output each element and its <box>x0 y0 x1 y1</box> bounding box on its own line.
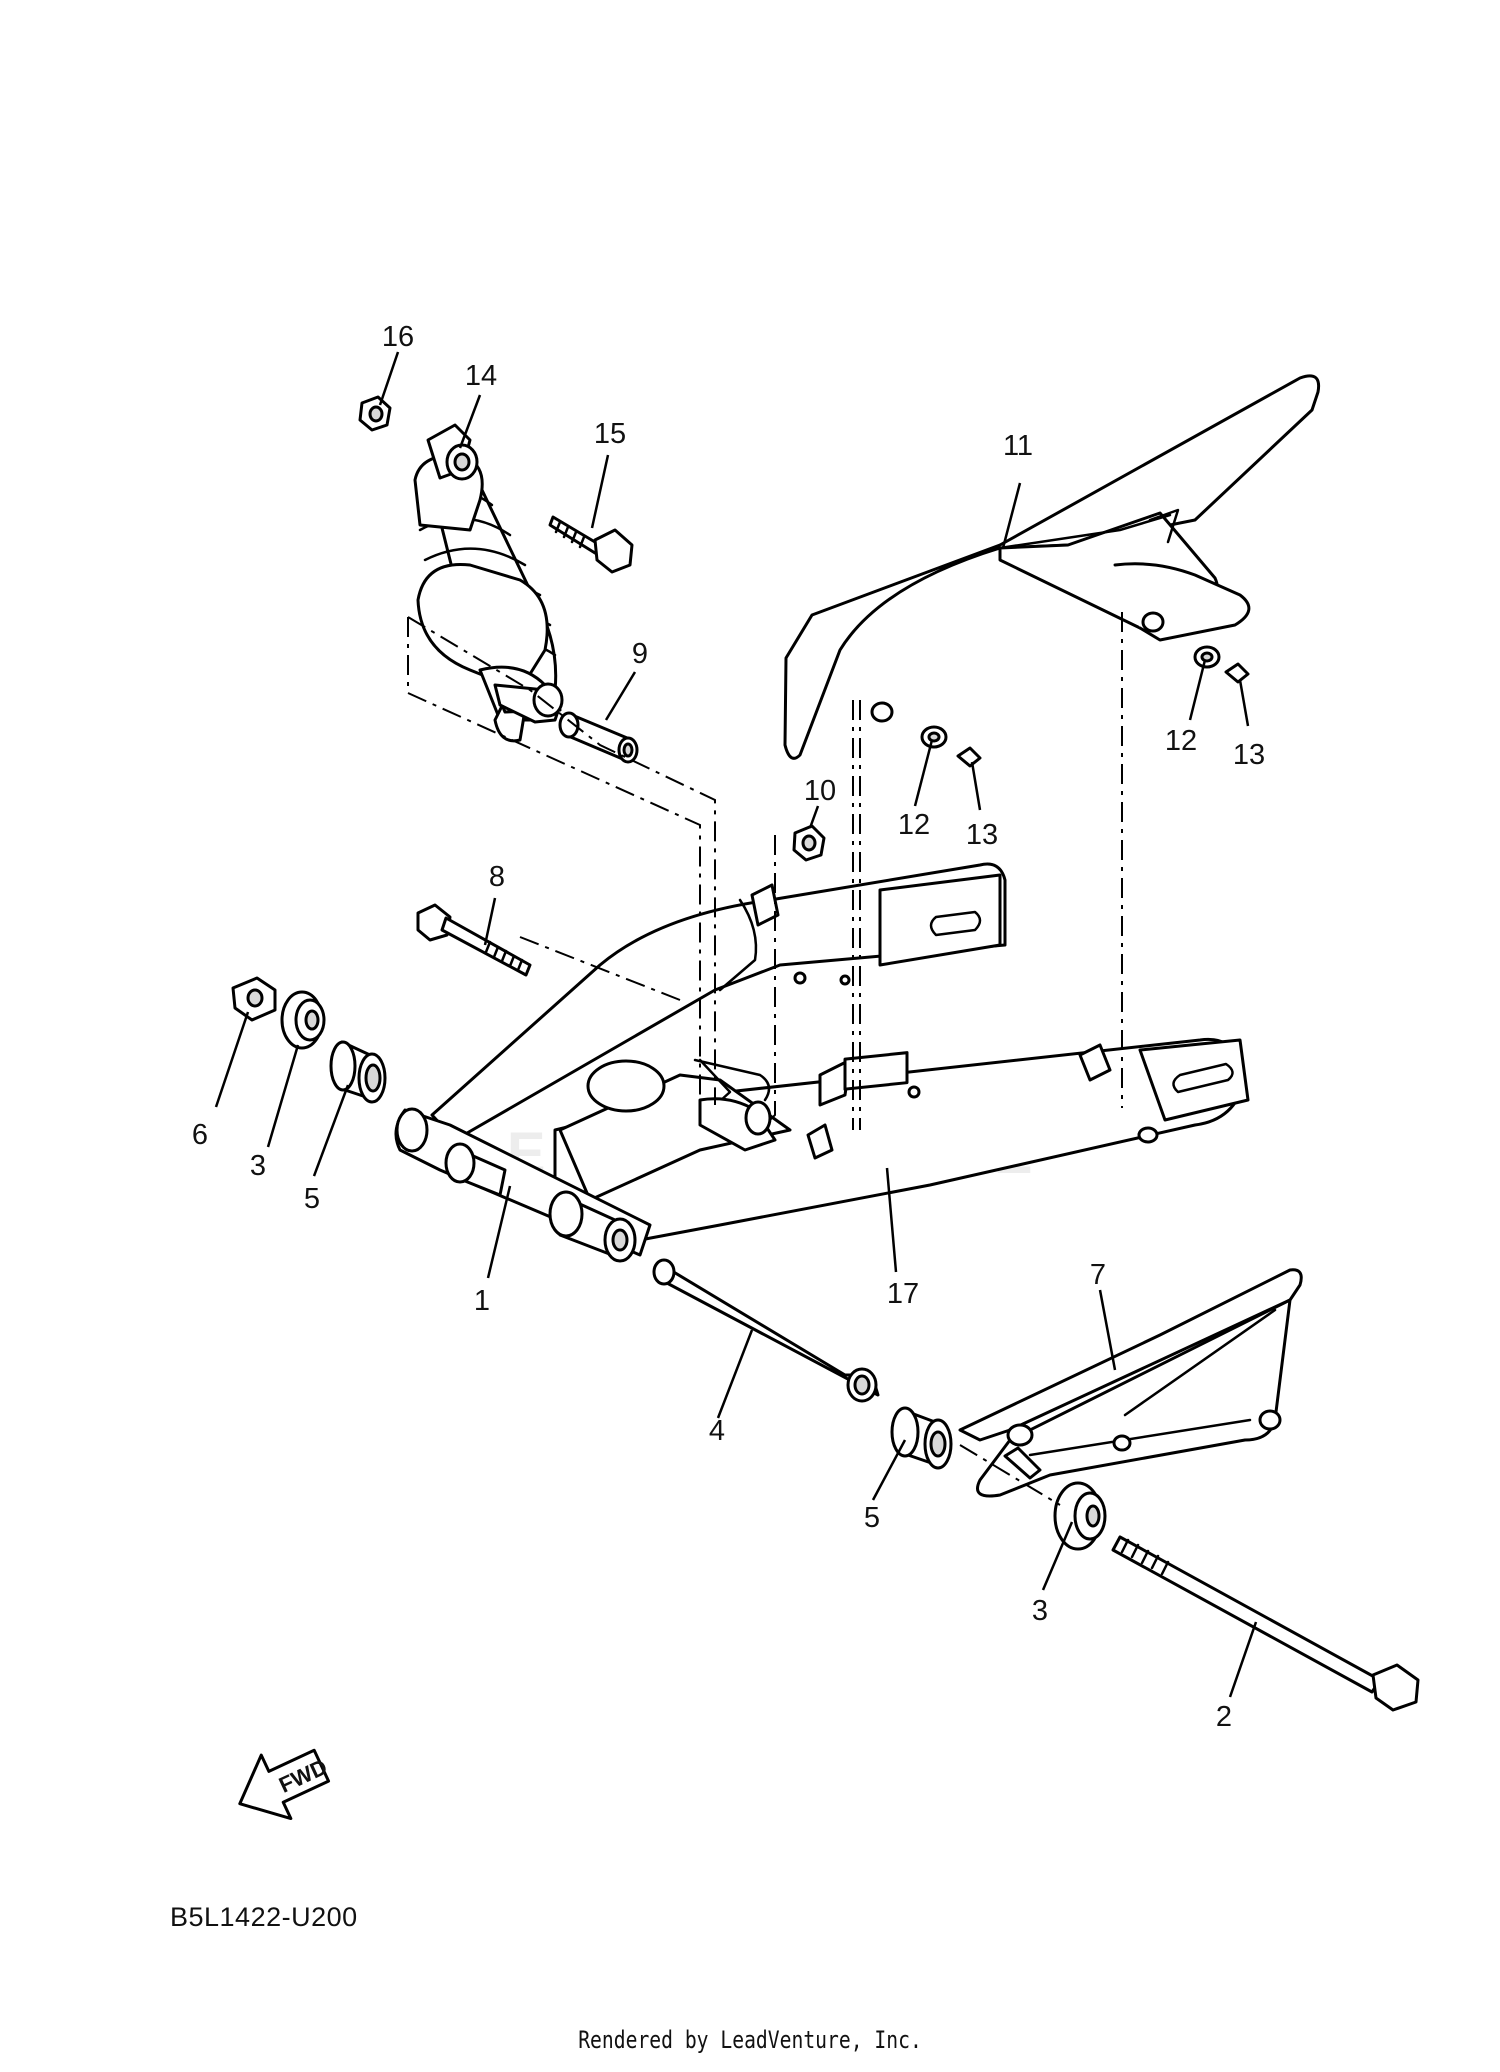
callout-11[interactable]: 11 <box>1003 430 1033 462</box>
diagram-code: B5L1422-U200 <box>170 1902 358 1932</box>
callout-6[interactable]: 6 <box>192 1119 208 1151</box>
callouts: 16 14 15 11 9 10 8 12 13 12 13 6 3 5 1 1… <box>192 321 1265 1733</box>
callout-16[interactable]: 16 <box>382 321 414 353</box>
part-3-washer-right[interactable] <box>1053 1481 1107 1551</box>
callout-17[interactable]: 17 <box>887 1278 919 1310</box>
part-5-bearing-left[interactable] <box>329 1040 387 1104</box>
part-9-collar[interactable] <box>558 711 639 764</box>
callout-15[interactable]: 15 <box>594 418 626 450</box>
callout-14[interactable]: 14 <box>465 360 497 392</box>
part-12-washer-right[interactable] <box>1193 645 1221 669</box>
part-5-bearing-right[interactable] <box>890 1406 953 1470</box>
callout-3-left[interactable]: 3 <box>250 1150 266 1182</box>
callout-1[interactable]: 1 <box>474 1285 490 1317</box>
part-14-shock-absorber[interactable] <box>413 423 564 743</box>
callout-13-right[interactable]: 13 <box>1233 739 1265 771</box>
part-10-nut[interactable] <box>792 824 826 862</box>
part-13-bolt-right[interactable] <box>1224 662 1250 684</box>
part-17-label[interactable] <box>843 1051 909 1091</box>
reference-lines <box>407 612 1123 1506</box>
part-7-chain-guard-lower[interactable] <box>958 1268 1303 1498</box>
part-11-chain-guard[interactable] <box>783 374 1321 760</box>
part-8-bolt[interactable] <box>416 903 532 977</box>
callout-13-left[interactable]: 13 <box>966 819 998 851</box>
fwd-direction-icon: FWD <box>238 1748 331 1821</box>
part-13-bolt-left[interactable] <box>956 746 982 768</box>
callout-12-right[interactable]: 12 <box>1165 725 1197 757</box>
callout-9[interactable]: 9 <box>632 638 648 670</box>
callout-7[interactable]: 7 <box>1090 1259 1106 1291</box>
footer-credit: Rendered by LeadVenture, Inc. <box>578 2026 922 2054</box>
callout-3-right[interactable]: 3 <box>1032 1595 1048 1627</box>
part-1-swingarm[interactable] <box>394 862 1250 1263</box>
callout-5-left[interactable]: 5 <box>304 1183 320 1215</box>
part-12-washer-left[interactable] <box>920 725 948 749</box>
callout-8[interactable]: 8 <box>489 861 505 893</box>
callout-4[interactable]: 4 <box>709 1415 725 1447</box>
part-6-cap[interactable] <box>231 976 277 1022</box>
callout-10[interactable]: 10 <box>804 775 836 807</box>
callout-2[interactable]: 2 <box>1216 1701 1232 1733</box>
part-15-bolt[interactable] <box>548 515 634 574</box>
part-3-washer-left[interactable] <box>280 990 326 1050</box>
part-16-nut[interactable] <box>358 395 392 432</box>
leader-lines <box>214 351 1258 1698</box>
callout-5-right[interactable]: 5 <box>864 1502 880 1534</box>
part-4-pivot-shaft[interactable] <box>652 1258 880 1403</box>
callout-12-left[interactable]: 12 <box>898 809 930 841</box>
part-2-pivot-bolt[interactable] <box>1111 1535 1420 1712</box>
